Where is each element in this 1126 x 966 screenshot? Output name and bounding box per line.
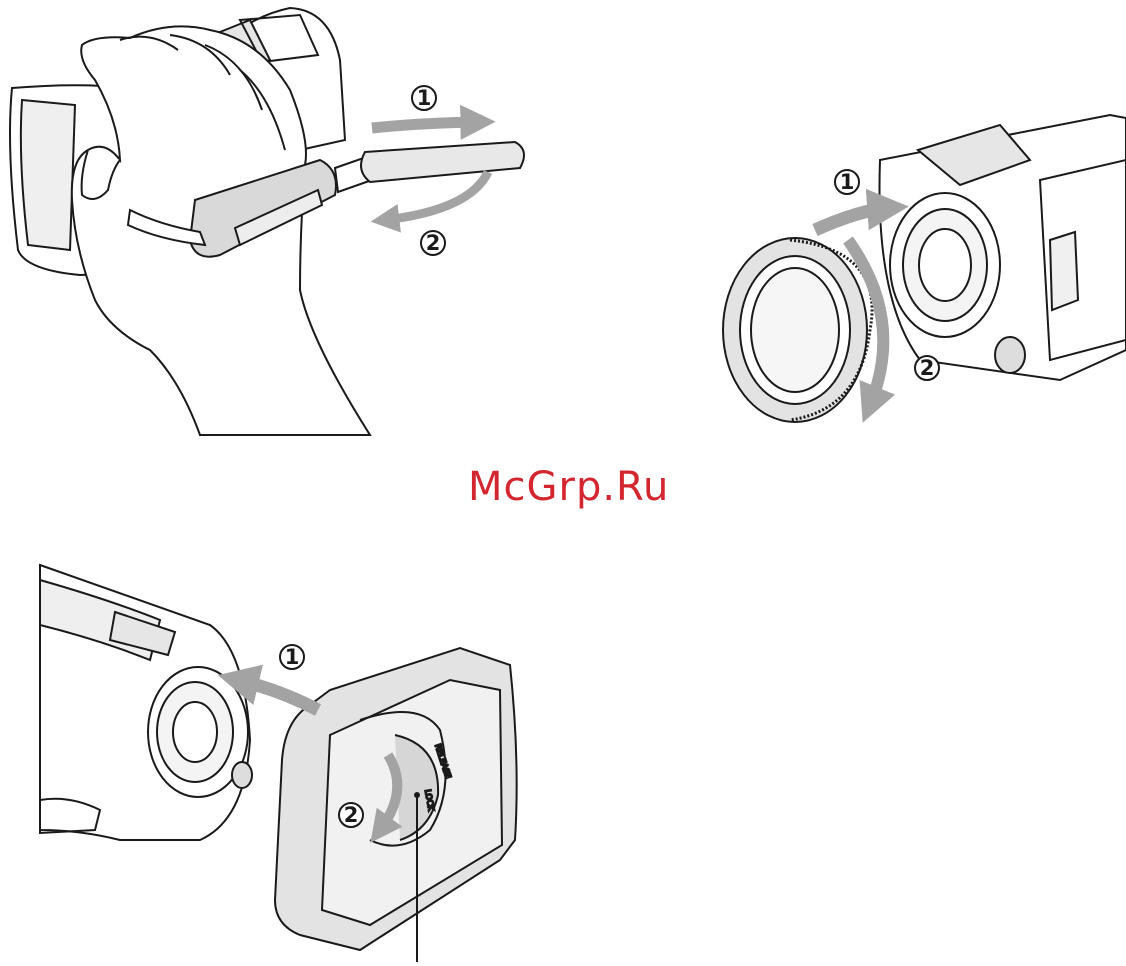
svg-text:1: 1 [417,86,432,110]
svg-text:2: 2 [920,356,935,380]
step-2-badge: 2 [421,231,445,255]
figure-lens-hood: RELEASE LOCK 1 2 [40,565,517,962]
figure-grip-belt: 1 2 [10,8,524,435]
step-1-badge: 1 [412,86,436,110]
svg-text:1: 1 [840,170,855,194]
step-1-badge: 1 [280,645,304,669]
figure-conversion-lens: 1 2 [723,115,1126,422]
svg-text:2: 2 [426,231,441,255]
step-1-badge: 1 [835,170,859,194]
push-arrow-icon [815,208,888,230]
watermark-text: McGrp.Ru [468,464,669,510]
camcorder-icon [880,115,1126,380]
attach-arrow-icon [238,680,318,710]
svg-text:1: 1 [285,645,300,669]
step-2-badge: 2 [915,356,939,380]
conversion-lens-ring-icon [723,238,872,422]
svg-text:2: 2 [344,803,359,827]
pull-arrow-icon [372,122,478,128]
camcorder-icon [40,565,252,840]
step-2-badge: 2 [339,803,363,827]
